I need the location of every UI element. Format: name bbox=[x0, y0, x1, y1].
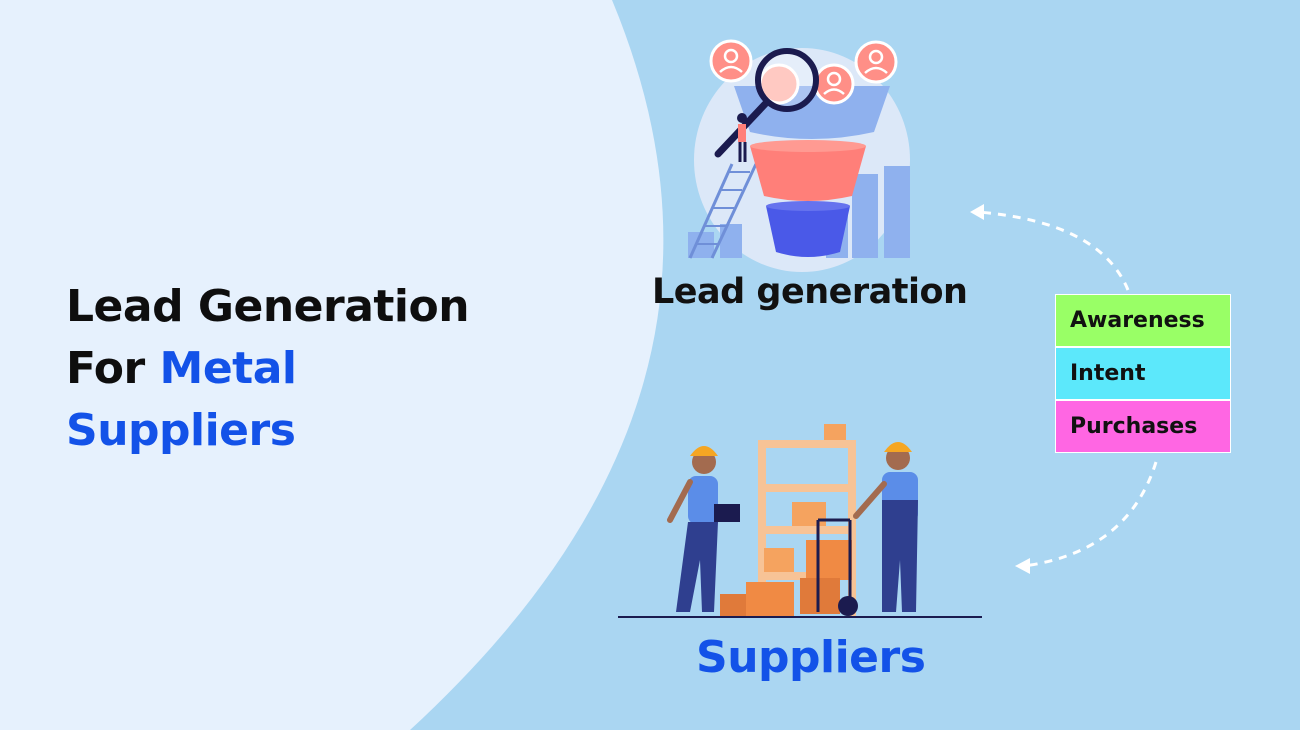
dashed-arrow-icon bbox=[970, 204, 1158, 574]
title-line-2: For Metal bbox=[66, 338, 486, 400]
stage-intent: Intent bbox=[1055, 347, 1231, 400]
page-title: Lead Generation For Metal Suppliers bbox=[66, 276, 486, 462]
person-avatar-icon bbox=[709, 39, 898, 105]
lead-generation-label: Lead generation bbox=[652, 272, 968, 312]
title-metal: Metal bbox=[159, 343, 297, 394]
stage-purchases: Purchases bbox=[1055, 400, 1231, 453]
magnifier-icon bbox=[714, 48, 819, 162]
title-line-3: Suppliers bbox=[66, 405, 296, 456]
warehouse-workers-illustration bbox=[618, 424, 982, 618]
funnel-illustration bbox=[688, 48, 910, 272]
left-panel bbox=[0, 0, 664, 730]
suppliers-label: Suppliers bbox=[696, 632, 926, 683]
title-line-1: Lead Generation bbox=[66, 281, 470, 332]
stage-awareness: Awareness bbox=[1055, 294, 1231, 347]
title-for: For bbox=[66, 343, 145, 394]
